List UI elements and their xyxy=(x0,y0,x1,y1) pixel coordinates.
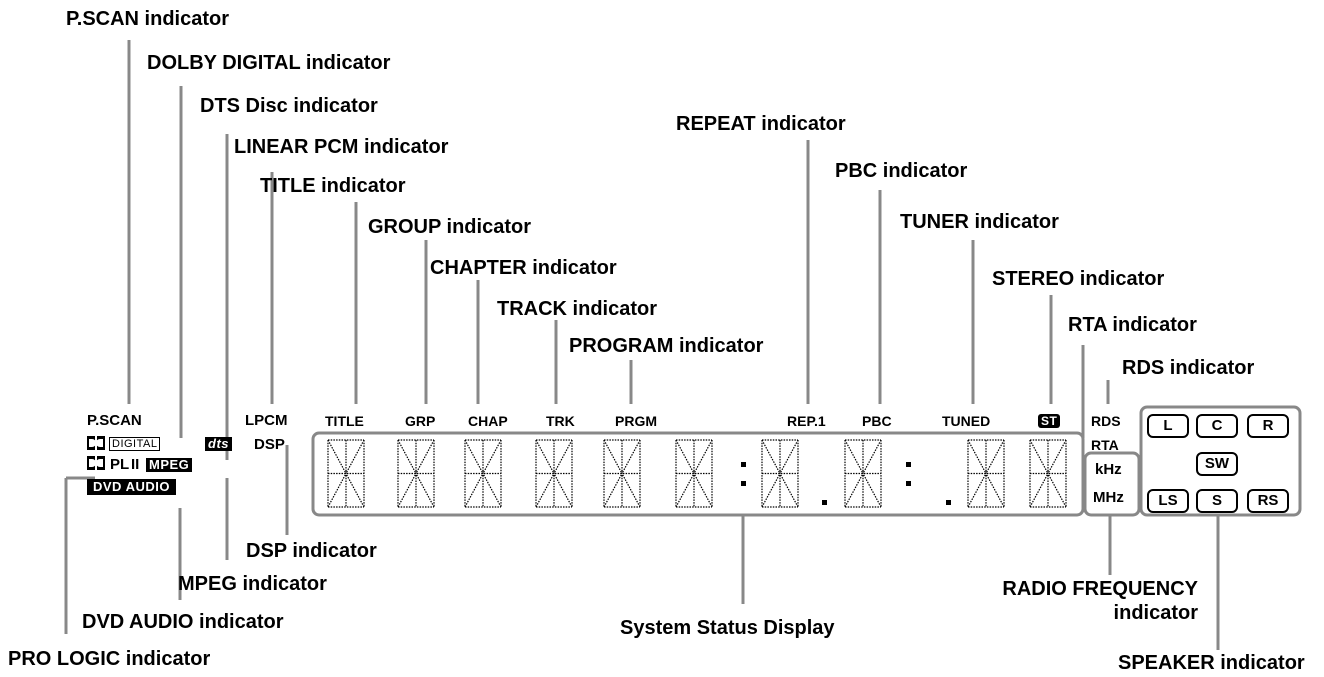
speaker-r: R xyxy=(1247,414,1289,438)
dolby-digital-indicator: DIGITAL xyxy=(109,437,161,451)
system-status-callout: System Status Display xyxy=(620,617,835,639)
group-indicator: GRP xyxy=(405,413,436,429)
track-callout: TRACK indicator xyxy=(497,298,657,320)
title-indicator: TITLE xyxy=(325,413,364,429)
segment-digit xyxy=(603,439,641,508)
segment-digit xyxy=(1029,439,1067,508)
speaker-rs: RS xyxy=(1247,489,1289,513)
pscan-callout: P.SCAN indicator xyxy=(66,8,229,30)
mhz-indicator: MHz xyxy=(1093,489,1124,506)
dsp-indicator: DSP xyxy=(254,436,285,453)
chapter-indicator: CHAP xyxy=(468,413,508,429)
lpcm-callout: LINEAR PCM indicator xyxy=(234,136,449,158)
segment-digit xyxy=(464,439,502,508)
pbc-callout: PBC indicator xyxy=(835,160,968,182)
rds-indicator: RDS xyxy=(1091,413,1121,429)
segment-digit xyxy=(535,439,573,508)
stereo-indicator: ST xyxy=(1038,414,1061,428)
khz-indicator: kHz xyxy=(1095,461,1122,478)
stereo-callout: STEREO indicator xyxy=(992,268,1165,290)
radio-frequency-callout-line1: RADIO FREQUENCY xyxy=(1002,578,1198,600)
program-callout: PROGRAM indicator xyxy=(569,335,764,357)
radio-frequency-callout-line2: indicator xyxy=(1113,602,1198,624)
mpeg-indicator: MPEG xyxy=(146,458,193,472)
repeat-callout: REPEAT indicator xyxy=(676,113,846,135)
segment-digit xyxy=(967,439,1005,508)
mpeg-callout: MPEG indicator xyxy=(178,573,327,595)
dvd-audio-indicator: DVD AUDIO xyxy=(87,479,176,495)
repeat-indicator: REP.1 xyxy=(787,413,826,429)
tuner-callout: TUNER indicator xyxy=(900,211,1059,233)
dsp-callout: DSP indicator xyxy=(246,540,377,562)
lpcm-indicator: LPCM xyxy=(245,412,288,429)
dolby-digital-callout: DOLBY DIGITAL indicator xyxy=(147,52,391,74)
segment-digit xyxy=(675,439,713,508)
rds-callout: RDS indicator xyxy=(1122,357,1255,379)
speaker-c: C xyxy=(1196,414,1238,438)
segment-digit xyxy=(761,439,799,508)
pscan-indicator: P.SCAN xyxy=(87,412,142,429)
title-callout: TITLE indicator xyxy=(260,175,406,197)
pro-logic-callout: PRO LOGIC indicator xyxy=(8,648,211,670)
pbc-indicator: PBC xyxy=(862,413,892,429)
tuned-indicator: TUNED xyxy=(942,413,991,429)
pro-logic-indicator: PL xyxy=(110,456,130,473)
track-indicator: TRK xyxy=(546,413,575,429)
speaker-s: S xyxy=(1196,489,1238,513)
segment-digit xyxy=(327,439,365,508)
speaker-sw: SW xyxy=(1196,452,1238,476)
pro-logic-ii-mark: II xyxy=(131,456,140,473)
group-callout: GROUP indicator xyxy=(368,216,531,238)
chapter-callout: CHAPTER indicator xyxy=(430,257,617,279)
speaker-callout: SPEAKER indicator xyxy=(1118,652,1305,674)
speaker-l: L xyxy=(1147,414,1189,438)
segment-digit xyxy=(397,439,435,508)
dts-callout: DTS Disc indicator xyxy=(200,95,378,117)
rta-callout: RTA indicator xyxy=(1068,314,1197,336)
rta-indicator: RTA xyxy=(1091,437,1119,453)
segment-digit xyxy=(844,439,882,508)
dvd-audio-callout: DVD AUDIO indicator xyxy=(82,611,284,633)
program-indicator: PRGM xyxy=(615,413,657,429)
speaker-ls: LS xyxy=(1147,489,1189,513)
dts-indicator: dts xyxy=(205,437,232,451)
